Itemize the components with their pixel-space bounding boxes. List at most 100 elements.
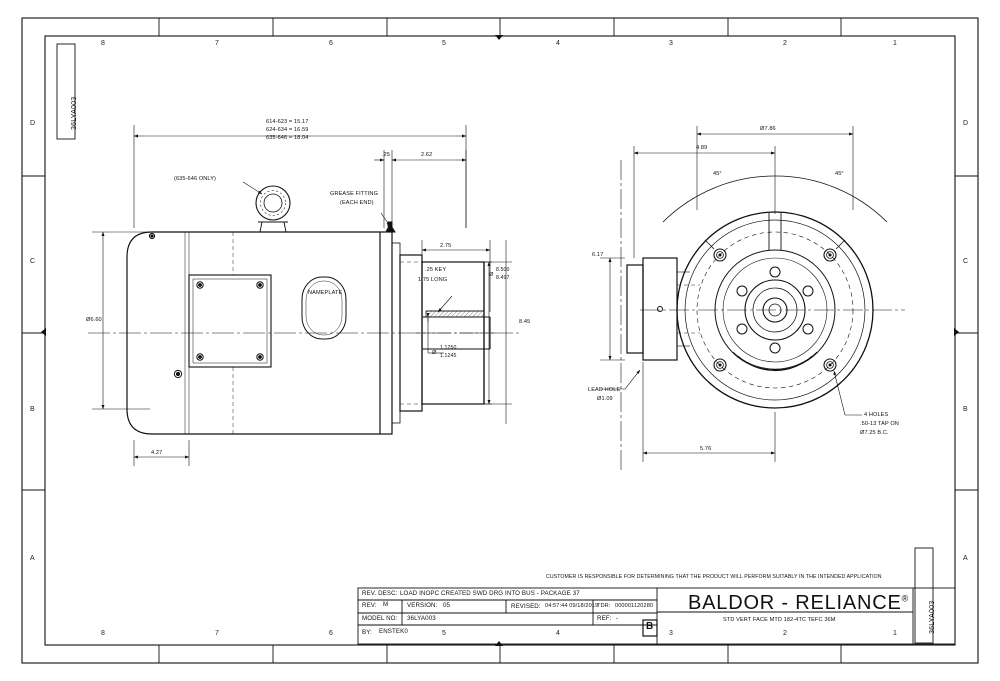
edge-tag-box-left bbox=[56, 43, 76, 140]
dim-shaft-diameter-symbol: Ø bbox=[432, 350, 437, 356]
model-value: 36LYA003 bbox=[407, 615, 436, 622]
zone-right-d: D bbox=[963, 120, 969, 127]
zone-bottom-5: 5 bbox=[442, 630, 446, 637]
zone-bottom-6: 6 bbox=[329, 630, 333, 637]
ref-value: - bbox=[616, 615, 619, 622]
zone-right-b: B bbox=[963, 406, 968, 413]
brand-registered-mark: ® bbox=[901, 593, 910, 604]
side-view-geometry bbox=[88, 185, 520, 435]
conduit-box-screws bbox=[196, 281, 264, 361]
zone-left-d: D bbox=[30, 120, 36, 127]
conduit-box bbox=[188, 274, 272, 368]
revision-zone-letter: B bbox=[646, 621, 654, 632]
note-tap-spec: .50-13 TAP ON bbox=[860, 421, 899, 427]
dim-pilot-diameter-lower: 8.497 bbox=[496, 275, 510, 281]
dim-flange-thickness: .25 bbox=[382, 152, 391, 158]
dim-flange-length: 2.62 bbox=[421, 152, 433, 158]
rev-label: REV: bbox=[362, 602, 377, 609]
revised-label: REVISED: bbox=[511, 603, 541, 610]
dim-key-length: 1.75 LONG bbox=[418, 277, 448, 283]
length-table-row-3: 635-646 = 18.04 bbox=[266, 135, 309, 141]
inner-face-holes bbox=[736, 266, 814, 354]
note-four-holes: 4 HOLES bbox=[864, 412, 889, 418]
title-block-frame bbox=[357, 587, 956, 645]
length-table-row-1: 614-623 = 15.17 bbox=[266, 119, 309, 125]
zone-top-5: 5 bbox=[442, 40, 446, 47]
edge-tag-right: 36LYA003 bbox=[927, 600, 936, 634]
dim-bottom-width: 5.76 bbox=[700, 446, 712, 452]
zone-right-c: C bbox=[963, 258, 969, 265]
side-hidden-lines bbox=[232, 232, 422, 434]
top-lug bbox=[148, 232, 156, 240]
model-label: MODEL NO: bbox=[362, 615, 398, 622]
by-value: ENSTEK0 bbox=[379, 628, 408, 635]
zone-top-8: 8 bbox=[101, 40, 105, 47]
zone-left-b: B bbox=[30, 406, 35, 413]
end-view-dimensions bbox=[600, 126, 862, 462]
ref-label: REF: bbox=[597, 615, 612, 622]
zone-top-4: 4 bbox=[556, 40, 560, 47]
tdr-value: 000001120280 bbox=[615, 603, 654, 609]
dim-frame-diameter: Ø6.60 bbox=[86, 317, 102, 323]
top-cover-can bbox=[255, 185, 291, 233]
dim-shaft-diameter-upper: 1.1250 bbox=[440, 345, 457, 351]
zone-right-a: A bbox=[963, 555, 968, 562]
end-centerlines bbox=[620, 160, 905, 470]
zone-top-3: 3 bbox=[669, 40, 673, 47]
rev-desc-label: REV. DESC: bbox=[362, 590, 398, 597]
zone-top-7: 7 bbox=[215, 40, 219, 47]
zone-bottom-3: 3 bbox=[669, 630, 673, 637]
revised-value: 04:57:44 09/18/2019 bbox=[545, 603, 599, 609]
dim-key-size: .25 KEY bbox=[425, 267, 447, 273]
fan-guard-slots bbox=[732, 351, 818, 372]
rev-desc-value: LOAD INOPC CREATED SWD DRG INTO BUS - PA… bbox=[400, 590, 580, 597]
mounting-holes bbox=[713, 248, 837, 372]
sheet-border bbox=[21, 17, 979, 664]
product-line-description: STD VERT FACE MTD 182-4TC TEFC 36M bbox=[723, 617, 836, 623]
dim-outer-diameter: Ø7.86 bbox=[760, 126, 776, 132]
angle-arcs bbox=[662, 175, 888, 250]
zone-ticks bbox=[22, 18, 978, 663]
zone-bottom-4: 4 bbox=[556, 630, 560, 637]
zone-left-c: C bbox=[30, 258, 36, 265]
customer-disclaimer: CUSTOMER IS RESPONSIBLE FOR DETERMINING … bbox=[546, 574, 882, 580]
grease-fitting-top bbox=[385, 221, 396, 233]
dim-pilot-diameter-symbol: Ø bbox=[489, 272, 494, 278]
zone-bottom-2: 2 bbox=[783, 630, 787, 637]
zone-top-2: 2 bbox=[783, 40, 787, 47]
angle-right-45: 45° bbox=[835, 171, 844, 177]
zone-bottom-8: 8 bbox=[101, 630, 105, 637]
note-grease-each-end: (EACH END) bbox=[340, 200, 374, 206]
zone-bottom-7: 7 bbox=[215, 630, 219, 637]
version-label: VERSION: bbox=[407, 602, 438, 609]
rev-value: M bbox=[383, 601, 389, 608]
dim-left-height: 6.17 bbox=[592, 252, 604, 258]
nameplate-shape bbox=[301, 276, 347, 340]
nameplate-label: NAMEPLATE bbox=[308, 290, 343, 296]
version-value: 05 bbox=[443, 602, 451, 609]
note-lead-hole-dia: Ø1.09 bbox=[597, 396, 613, 402]
side-view-dimensions bbox=[92, 125, 512, 466]
length-table-row-2: 624-634 = 16.59 bbox=[266, 127, 309, 133]
lead-hole bbox=[657, 306, 663, 312]
edge-tag-box-right bbox=[914, 547, 934, 644]
edge-tag-left: 36LYA003 bbox=[69, 96, 78, 130]
zone-top-6: 6 bbox=[329, 40, 333, 47]
conduit-lug bbox=[173, 369, 183, 379]
note-grease-fitting: GREASE FITTING bbox=[330, 191, 379, 197]
brand-name: BALDOR - RELIANCE bbox=[688, 592, 902, 614]
note-cover-only: (635-646 ONLY) bbox=[174, 176, 217, 182]
dim-face-width: 4.89 bbox=[696, 145, 708, 151]
note-bolt-circle: Ø7.25 B.C. bbox=[860, 430, 889, 436]
zone-left-a: A bbox=[30, 555, 35, 562]
zone-top-1: 1 bbox=[893, 40, 897, 47]
shaft-keyway bbox=[425, 310, 485, 318]
dim-pilot-diameter-upper: 8.500 bbox=[496, 267, 510, 273]
dim-shaft-extension: 2.75 bbox=[440, 243, 452, 249]
zone-bottom-1: 1 bbox=[893, 630, 897, 637]
tdr-label: TDR: bbox=[597, 603, 611, 609]
dim-shaft-diameter-lower: 1.1245 bbox=[440, 353, 457, 359]
dim-base-length: 4.27 bbox=[151, 450, 163, 456]
